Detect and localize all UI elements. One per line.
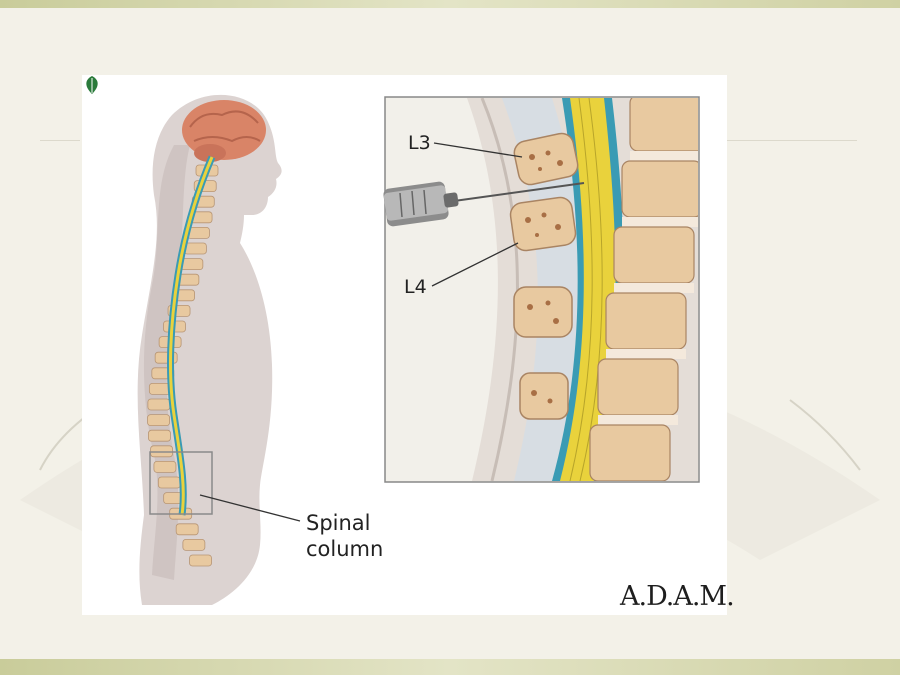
lumbar-puncture-inset: L3 L4 [383, 96, 700, 483]
sacrum-segment [519, 372, 569, 420]
vertebra-segment [182, 538, 206, 551]
vertebral-bodies [589, 98, 698, 481]
vertebral-body [613, 226, 695, 284]
vertebral-body [589, 424, 671, 481]
vertebra-l5 [513, 286, 573, 338]
vertebra-segment [180, 258, 204, 271]
vertebra-segment [175, 523, 199, 536]
spinal-needle [453, 182, 585, 202]
vertebral-body [629, 98, 698, 152]
decorative-rule-right [727, 140, 857, 141]
intervertebral-disc [598, 415, 678, 425]
lumbar-region-box [149, 451, 213, 515]
vertebra-segment [157, 476, 181, 489]
vertebra-l3 [513, 132, 579, 186]
spinal-cord-core [169, 156, 214, 516]
l3-label: L3 [408, 132, 431, 154]
spinal-column-leader [199, 494, 301, 522]
vertebra-segment [148, 429, 171, 442]
decorative-rule-left [40, 140, 80, 141]
intervertebral-disc [606, 349, 686, 359]
intervertebral-disc [614, 283, 694, 293]
vertebral-body [621, 160, 698, 218]
adam-logo: A.D.A.M. [620, 581, 735, 612]
vertebra-segment [183, 242, 207, 255]
vertebra-segment [153, 460, 177, 473]
vertebral-body [597, 358, 679, 416]
vertebra-segment [147, 398, 171, 411]
brain [182, 100, 266, 162]
vertebra-l4 [509, 196, 577, 252]
spinal-column-label-line1: Spinal [306, 511, 371, 535]
vertebra-segment [147, 414, 170, 427]
leaf-icon [86, 76, 98, 94]
syringe [383, 181, 585, 227]
spinal-tap-illustration: Spinal column [82, 75, 735, 615]
l4-leader [431, 242, 519, 287]
intervertebral-disc [630, 151, 698, 161]
vertebra-segment [189, 554, 212, 567]
top-accent-band [0, 0, 900, 8]
bottom-accent-band [0, 659, 900, 675]
vertebral-body [605, 292, 687, 350]
intervertebral-disc [622, 217, 698, 227]
l4-label: L4 [404, 276, 427, 298]
l3-leader [433, 142, 523, 158]
illustration-canvas: Spinal column [137, 94, 700, 605]
spinal-column-label-line2: column [306, 537, 383, 561]
